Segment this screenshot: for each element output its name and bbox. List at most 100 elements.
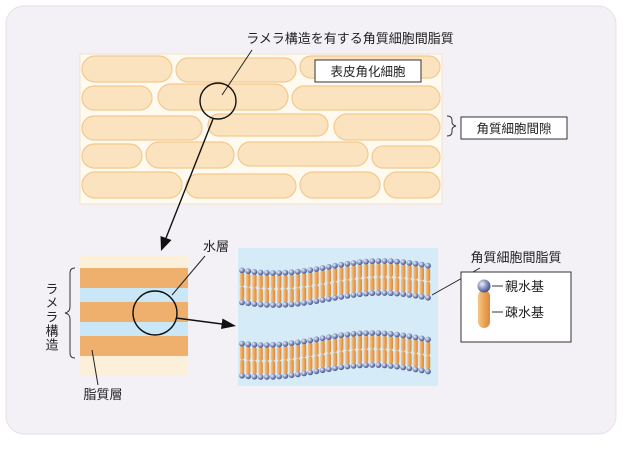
lipid-head: [412, 292, 419, 299]
lipid-head: [276, 302, 283, 308]
lipid-tail: [308, 286, 313, 301]
lipid-bilayer: [239, 330, 431, 380]
lamellar-lipid-leader: [221, 49, 253, 96]
lamellar-structure-brace: [64, 267, 76, 359]
legend-tail: [478, 290, 490, 328]
lipid-tail: [345, 265, 350, 280]
lipid-head: [375, 290, 382, 296]
lipid-tail: [246, 346, 251, 361]
lipid-head: [375, 258, 382, 264]
lipid-head: [313, 266, 320, 272]
lipid-head: [338, 332, 345, 339]
lipid-tail: [277, 275, 282, 289]
lipid-head: [319, 335, 326, 342]
lipid-head: [356, 362, 363, 369]
lipid-head: [251, 373, 258, 380]
lipid-tail: [326, 268, 331, 283]
lipid-tail: [270, 346, 276, 361]
lipid-tail: [382, 277, 387, 291]
lipid-head: [270, 373, 276, 380]
lipid-tail: [301, 272, 307, 287]
lipid-tail: [345, 279, 350, 294]
corneocyte-cell: [237, 141, 369, 167]
lipid-tail: [419, 340, 424, 355]
lipid-tail: [376, 335, 381, 350]
lipid-head: [282, 269, 289, 276]
lipid-head: [313, 298, 320, 304]
lipid-tail: [270, 360, 276, 375]
lipid-tail: [314, 355, 319, 370]
lipid-tail: [301, 357, 307, 372]
lipid-head: [363, 258, 369, 265]
corneocyte-cell: [157, 83, 289, 111]
lipid-head: [251, 269, 258, 275]
lipid-head: [369, 258, 376, 265]
zoom-arrow-head: [160, 236, 172, 251]
lipid-head: [263, 374, 270, 380]
lamellar-structure-label: ラメラ構造: [43, 282, 59, 352]
intercellular-lipid-label: 角質細胞間脂質: [470, 251, 561, 266]
membrane-arrow-head: [221, 318, 236, 329]
corneocyte-cell: [291, 85, 441, 111]
lipid-head: [301, 268, 307, 274]
lipid-tail: [283, 359, 288, 374]
corneocyte-cell: [81, 115, 203, 141]
lipid-head: [394, 331, 400, 338]
lipid-head: [406, 292, 413, 298]
lipid-head: [313, 368, 320, 375]
lipid-head: [313, 336, 320, 343]
lipid-tail: [425, 355, 431, 370]
lipid-tail: [332, 281, 338, 296]
lipid-tail: [246, 360, 251, 375]
lipid-tail: [283, 274, 288, 289]
lipid-tail: [258, 347, 263, 361]
lipid-tail: [357, 335, 362, 350]
lipid-head: [400, 291, 407, 297]
lipid-tail: [401, 264, 406, 279]
lipid-tail: [351, 279, 356, 293]
lipid-tail: [351, 335, 356, 350]
lipid-head: [406, 260, 413, 266]
lipid-tail: [401, 351, 406, 366]
lipid-tail: [376, 277, 381, 291]
lipid-tail: [258, 274, 263, 289]
lipid-tail: [246, 287, 251, 302]
lipid-head: [350, 362, 357, 369]
lipid-tail: [363, 277, 369, 292]
lipid-head: [363, 330, 369, 336]
membrane-arrow-line: [175, 317, 223, 325]
membrane-panel: [238, 248, 438, 386]
lipid-head: [251, 301, 258, 307]
lipid-tail: [258, 288, 263, 303]
lipid-head: [245, 341, 252, 348]
lipid-head: [270, 302, 276, 308]
lipid-head: [425, 336, 431, 343]
corneocyte-label-box: [314, 59, 422, 83]
lipid-head: [319, 297, 326, 303]
legend-hydrophilic-label: 親水基: [505, 280, 544, 295]
lipid-bilayers: [239, 258, 431, 380]
legend: 親水基 疎水基: [460, 271, 572, 343]
lipid-head: [257, 374, 264, 380]
lipid-head: [325, 334, 332, 341]
lipid-head: [381, 258, 388, 264]
lipid-head: [375, 362, 382, 368]
lipid-tail: [277, 346, 282, 361]
lipid-head: [307, 337, 314, 344]
lipid-head: [400, 364, 407, 371]
lipid-tail: [363, 349, 369, 364]
lipid-head: [282, 373, 289, 379]
lipid-head: [350, 330, 357, 337]
lipid-head: [338, 293, 345, 300]
intercellular-gap-bracket: [446, 115, 457, 137]
lipid-tail: [419, 266, 424, 281]
lipid-head: [418, 367, 425, 374]
lipid-band: [80, 336, 188, 356]
lipid-head: [251, 341, 258, 348]
lipid-tail: [314, 271, 319, 286]
lipid-head: [394, 258, 400, 265]
lipid-head: [301, 370, 307, 377]
lipid-tail: [264, 288, 269, 303]
lipid-tail: [295, 344, 300, 359]
lipid-head: [270, 270, 276, 276]
